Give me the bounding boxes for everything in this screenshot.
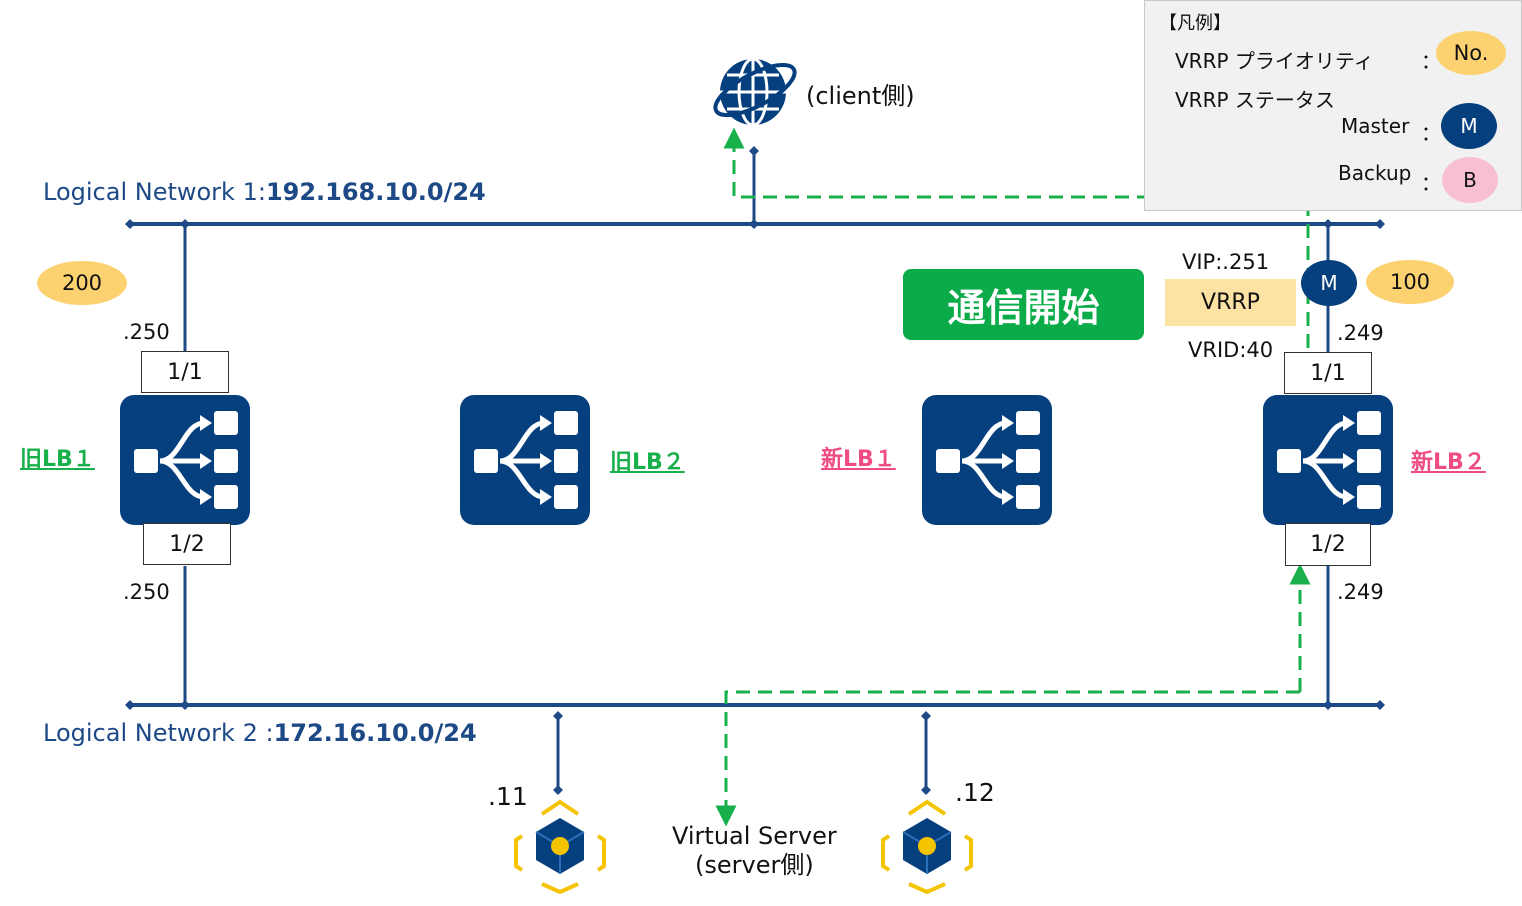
- load-balancer-icon: [1277, 411, 1381, 509]
- virtual-server-label: Virtual Server (server側): [672, 822, 837, 879]
- legend-priority-label: VRRP プライオリティ: [1175, 49, 1374, 73]
- server-2-ip: .12: [955, 778, 995, 807]
- lb1-port-bottom: 1/2: [143, 523, 231, 565]
- lb1-priority-badge: 200: [37, 261, 127, 305]
- start-communication-badge: 通信開始: [903, 269, 1144, 340]
- vrrp-vip-label: VIP:.251: [1182, 250, 1270, 274]
- legend-priority-badge: No.: [1436, 31, 1506, 75]
- load-balancer-icon: [936, 411, 1040, 509]
- legend-master-badge: M: [1441, 103, 1497, 149]
- globe-icon: [713, 57, 797, 127]
- traffic-path-server: [715, 690, 1300, 827]
- lb3-name: 新LB１: [821, 447, 896, 472]
- server-1-ip: .11: [488, 782, 528, 811]
- server-cube-icon: [881, 799, 973, 894]
- lb1-name: 旧LB１: [20, 447, 95, 472]
- legend-backup-badge: B: [1442, 157, 1498, 203]
- network-2-label: Logical Network 2 :172.16.10.0/24: [43, 719, 477, 747]
- legend-status-label: VRRP ステータス: [1175, 88, 1335, 112]
- legend-colon: ：: [1421, 171, 1441, 195]
- vrrp-box: VRRP: [1165, 279, 1296, 326]
- vrrp-vrid-label: VRID:40: [1188, 338, 1274, 362]
- load-balancer-icon: [474, 411, 578, 509]
- lb4-priority-badge: 100: [1366, 260, 1454, 304]
- lb-old-2: [460, 395, 590, 525]
- lb-new-2: [1263, 395, 1393, 525]
- server-cube-icon: [514, 799, 606, 894]
- legend-colon: ：: [1421, 121, 1441, 145]
- client-label: (client側): [806, 82, 915, 110]
- lb4-port-bottom: 1/2: [1285, 523, 1371, 566]
- load-balancer-icon: [134, 411, 238, 509]
- lb4-port-top: 1/1: [1284, 352, 1372, 394]
- lb1-port-top: 1/1: [141, 351, 229, 393]
- legend-title: 【凡例】: [1159, 13, 1231, 34]
- lb1-ip-bottom: .250: [123, 580, 170, 604]
- network-1-label: Logical Network 1:192.168.10.0/24: [43, 178, 486, 206]
- lb-new-1: [922, 395, 1052, 525]
- lb4-ip-top: .249: [1337, 321, 1384, 345]
- lb2-name: 旧LB２: [610, 450, 685, 475]
- lb1-ip-top: .250: [123, 320, 170, 344]
- legend-master-label: Master: [1341, 114, 1410, 138]
- lb4-name: 新LB２: [1411, 450, 1486, 475]
- legend: 【凡例】 VRRP プライオリティ ： No. VRRP ステータス Maste…: [1144, 0, 1522, 211]
- lb4-status-master: M: [1301, 260, 1357, 306]
- lb-old-1: [120, 395, 250, 525]
- legend-backup-label: Backup: [1338, 161, 1412, 185]
- lb4-ip-bottom: .249: [1337, 580, 1384, 604]
